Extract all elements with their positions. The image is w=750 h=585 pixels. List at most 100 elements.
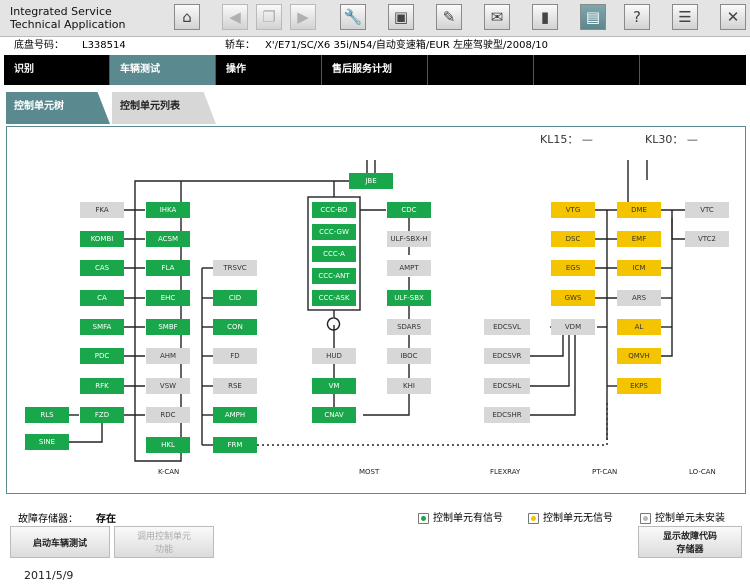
legend-no-signal-text: 控制单元无信号 bbox=[543, 513, 613, 524]
ecu-edcshr[interactable]: EDCSHR bbox=[484, 407, 530, 423]
ecu-al[interactable]: AL bbox=[617, 319, 661, 335]
forward-icon[interactable]: ▶ bbox=[290, 4, 316, 30]
ecu-icm[interactable]: ICM bbox=[617, 260, 661, 276]
ecu-ccc-ask[interactable]: CCC-ASK bbox=[312, 290, 356, 306]
ecu-con[interactable]: CON bbox=[213, 319, 257, 335]
ecu-smbf[interactable]: SMBF bbox=[146, 319, 190, 335]
ecu-ekps[interactable]: EKPS bbox=[617, 378, 661, 394]
top-toolbar: Integrated Service Technical Application… bbox=[0, 0, 750, 37]
yellow-dot-icon bbox=[528, 512, 539, 524]
wrench-icon[interactable]: 🔧 bbox=[340, 4, 366, 30]
green-dot-icon bbox=[418, 512, 429, 524]
ecu-dme[interactable]: DME bbox=[617, 202, 661, 218]
call-ecu-functions-button[interactable]: 调用控制单元 功能 bbox=[114, 526, 214, 558]
ecu-ccc-ant[interactable]: CCC-ANT bbox=[312, 268, 356, 284]
home-icon[interactable]: ⌂ bbox=[174, 4, 200, 30]
ecu-ccc-gw[interactable]: CCC-GW bbox=[312, 224, 356, 240]
ecu-fzd[interactable]: FZD bbox=[80, 407, 124, 423]
bus-label-pt-can: PT-CAN bbox=[592, 468, 618, 476]
fault-memory-value: 存在 bbox=[96, 514, 116, 525]
subtab-control-unit-list[interactable]: 控制单元列表 bbox=[112, 92, 216, 124]
ecu-cid[interactable]: CID bbox=[213, 290, 257, 306]
ecu-qmvh[interactable]: QMVH bbox=[617, 348, 661, 364]
ecu-ahm[interactable]: AHM bbox=[146, 348, 190, 364]
ecu-ccc-a[interactable]: CCC-A bbox=[312, 246, 356, 262]
ecu-ca[interactable]: CA bbox=[80, 290, 124, 306]
tab-identification[interactable]: 识别 bbox=[4, 55, 110, 85]
ecu-ihka[interactable]: IHKA bbox=[146, 202, 190, 218]
ecu-edcsvl[interactable]: EDCSVL bbox=[484, 319, 530, 335]
ecu-gws[interactable]: GWS bbox=[551, 290, 595, 306]
ecu-ehc[interactable]: EHC bbox=[146, 290, 190, 306]
ecu-smfa[interactable]: SMFA bbox=[80, 319, 124, 335]
bus-label-most: MOST bbox=[359, 468, 380, 476]
module-icon[interactable]: ▣ bbox=[388, 4, 414, 30]
ecu-vm[interactable]: VM bbox=[312, 378, 356, 394]
ecu-iboc[interactable]: IBOC bbox=[387, 348, 431, 364]
subtab-control-unit-tree[interactable]: 控制单元树 bbox=[6, 92, 110, 124]
ecu-vdm[interactable]: VDM bbox=[551, 319, 595, 335]
pen-icon[interactable]: ✎ bbox=[436, 4, 462, 30]
ecu-fka[interactable]: FKA bbox=[80, 202, 124, 218]
app-title: Integrated Service Technical Application bbox=[10, 5, 126, 31]
legend-signal-text: 控制单元有信号 bbox=[433, 513, 503, 524]
ecu-vsw[interactable]: VSW bbox=[146, 378, 190, 394]
ecu-fd[interactable]: FD bbox=[213, 348, 257, 364]
ecu-amph[interactable]: AMPH bbox=[213, 407, 257, 423]
ecu-jbe[interactable]: JBE bbox=[349, 173, 393, 189]
tab-service-plan[interactable]: 售后服务计划 bbox=[322, 55, 428, 85]
ecu-cnav[interactable]: CNAV bbox=[312, 407, 356, 423]
chassis-value: L338514 bbox=[82, 40, 126, 51]
ecu-cdc[interactable]: CDC bbox=[387, 202, 431, 218]
ecu-egs[interactable]: EGS bbox=[551, 260, 595, 276]
help-icon[interactable]: ? bbox=[624, 4, 650, 30]
ecu-dsc[interactable]: DSC bbox=[551, 231, 595, 247]
start-vehicle-test-button[interactable]: 启动车辆测试 bbox=[10, 526, 110, 558]
ecu-frm[interactable]: FRM bbox=[213, 437, 257, 453]
ecu-rfk[interactable]: RFK bbox=[80, 378, 124, 394]
ecu-fla[interactable]: FLA bbox=[146, 260, 190, 276]
tab-empty-2[interactable] bbox=[534, 55, 640, 85]
vehicle-info-bar: 底盘号码： L338514 轿车： X'/E71/SC/X6 35i/N54/自… bbox=[0, 37, 750, 54]
ecu-emf[interactable]: EMF bbox=[617, 231, 661, 247]
print-icon[interactable]: ▤ bbox=[580, 4, 606, 30]
ecu-hkl[interactable]: HKL bbox=[146, 437, 190, 453]
ecu-vtc2[interactable]: VTC2 bbox=[685, 231, 729, 247]
ecu-vtg[interactable]: VTG bbox=[551, 202, 595, 218]
back-icon[interactable]: ◀ bbox=[222, 4, 248, 30]
ecu-cas[interactable]: CAS bbox=[80, 260, 124, 276]
list-icon[interactable]: ☰ bbox=[672, 4, 698, 30]
ecu-trsvc[interactable]: TRSVC bbox=[213, 260, 257, 276]
show-fault-memory-button[interactable]: 显示故障代码 存储器 bbox=[638, 526, 742, 558]
ecu-ccc-bo[interactable]: CCC-BO bbox=[312, 202, 356, 218]
ecu-rdc[interactable]: RDC bbox=[146, 407, 190, 423]
fault-memory-label: 故障存储器： bbox=[18, 514, 78, 525]
date-label: 2011/5/9 bbox=[24, 569, 74, 582]
kl15-status: KL15： — bbox=[540, 133, 593, 146]
ecu-acsm[interactable]: ACSM bbox=[146, 231, 190, 247]
ecu-hud[interactable]: HUD bbox=[312, 348, 356, 364]
ecu-pdc[interactable]: PDC bbox=[80, 348, 124, 364]
ecu-sdars[interactable]: SDARS bbox=[387, 319, 431, 335]
close-icon[interactable]: ✕ bbox=[720, 4, 746, 30]
ecu-rse[interactable]: RSE bbox=[213, 378, 257, 394]
tab-vehicle-test[interactable]: 车辆测试 bbox=[110, 55, 216, 85]
ecu-kombi[interactable]: KOMBI bbox=[80, 231, 124, 247]
ecu-edcshl[interactable]: EDCSHL bbox=[484, 378, 530, 394]
ecu-rls[interactable]: RLS bbox=[25, 407, 69, 423]
tab-operation[interactable]: 操作 bbox=[216, 55, 322, 85]
ecu-ulf-sbx-h[interactable]: ULF-SBX-H bbox=[387, 231, 431, 247]
legend-signal: 控制单元有信号 bbox=[418, 509, 503, 524]
battery-icon[interactable]: ▮ bbox=[532, 4, 558, 30]
ecu-ulf-sbx[interactable]: ULF-SBX bbox=[387, 290, 431, 306]
mail-icon[interactable]: ✉ bbox=[484, 4, 510, 30]
chassis-label: 底盘号码： bbox=[14, 40, 64, 51]
tab-empty-1[interactable] bbox=[428, 55, 534, 85]
ecu-khi[interactable]: KHI bbox=[387, 378, 431, 394]
ecu-edcsvr[interactable]: EDCSVR bbox=[484, 348, 530, 364]
ecu-sine[interactable]: SINE bbox=[25, 434, 69, 450]
ecu-vtc[interactable]: VTC bbox=[685, 202, 729, 218]
ecu-ampt[interactable]: AMPT bbox=[387, 260, 431, 276]
ecu-ars[interactable]: ARS bbox=[617, 290, 661, 306]
copy-icon[interactable]: ❐ bbox=[256, 4, 282, 30]
